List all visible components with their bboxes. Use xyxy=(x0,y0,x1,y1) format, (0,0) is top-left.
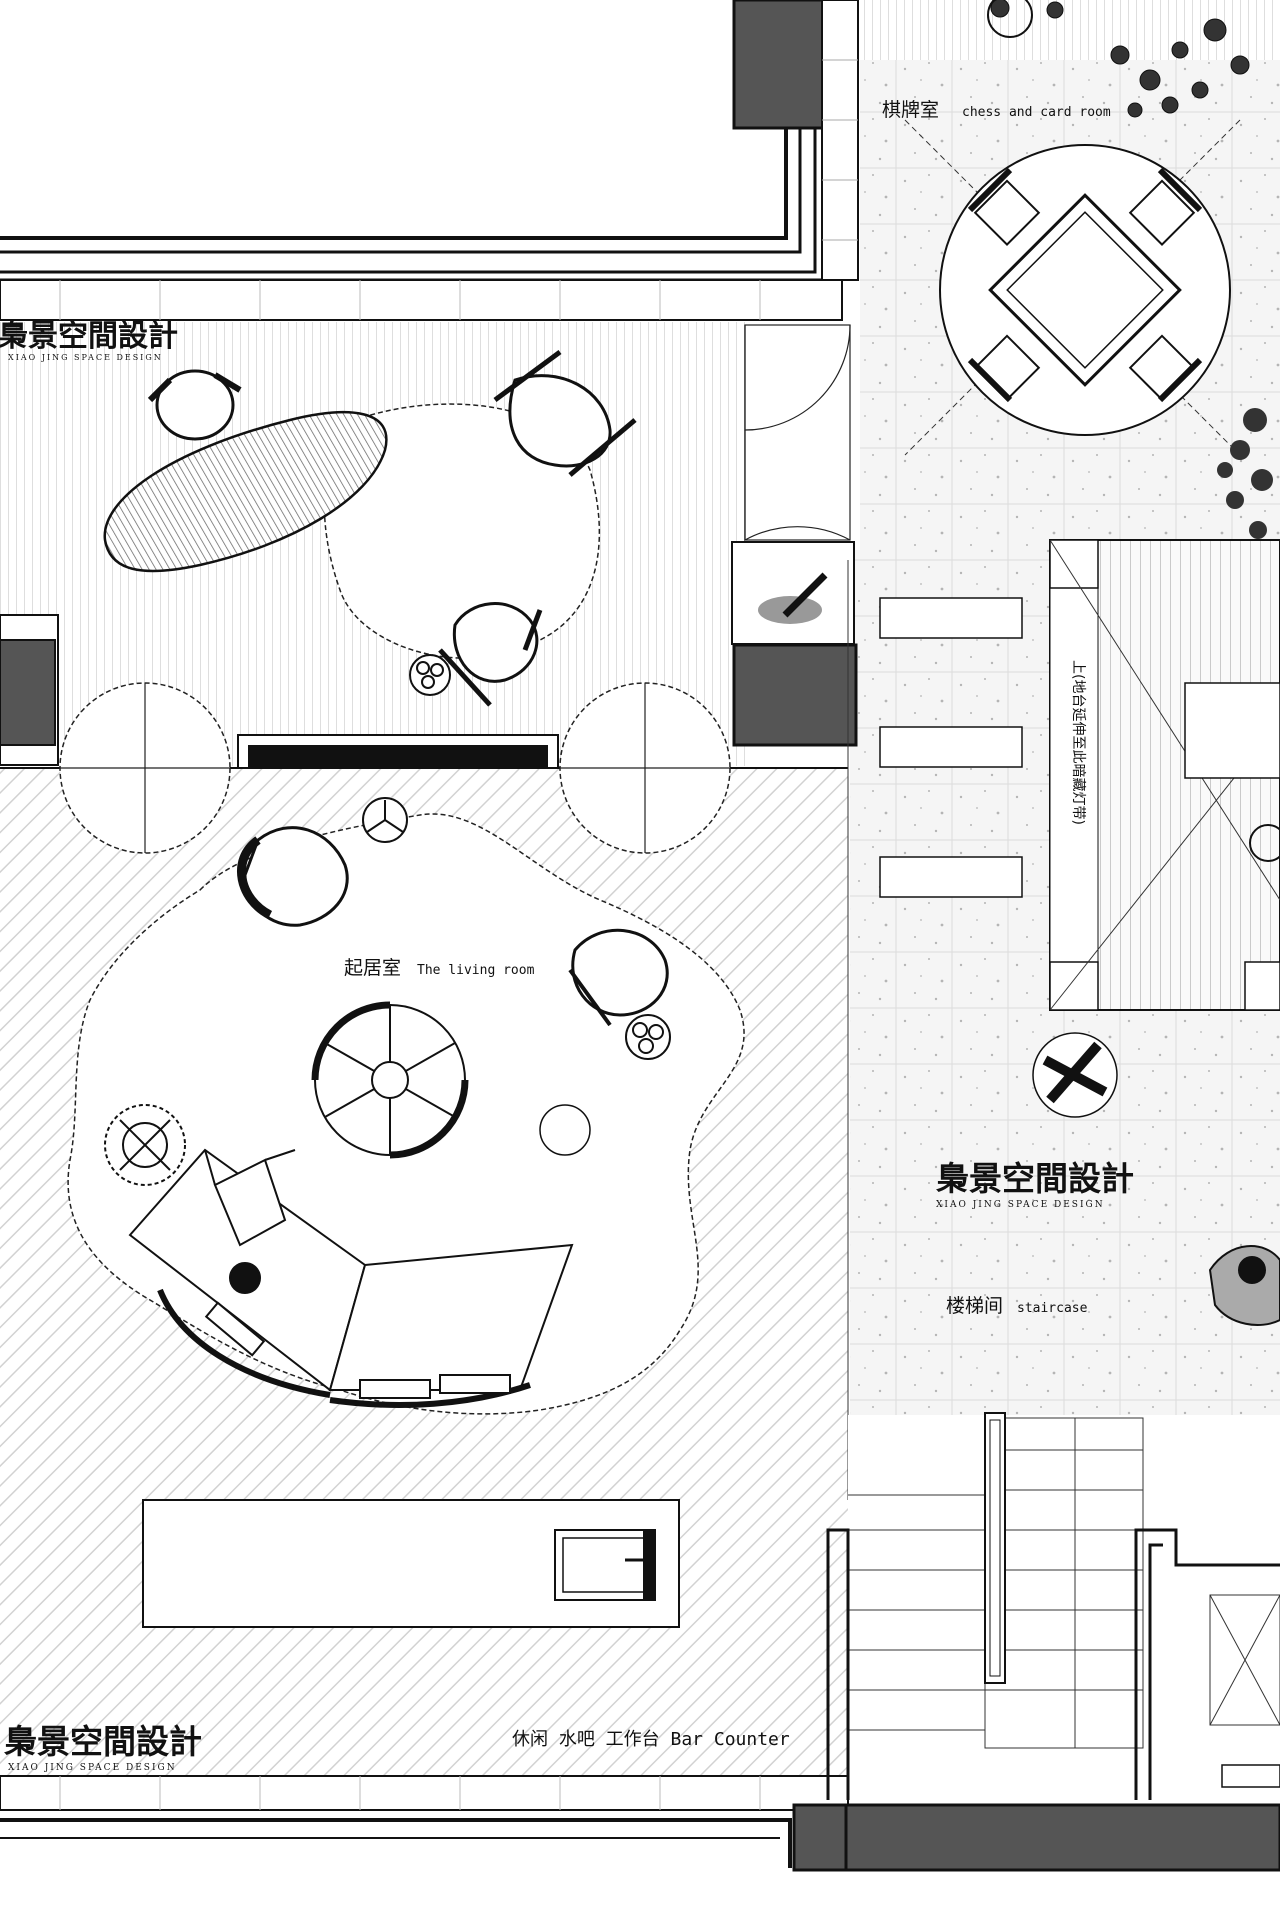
top-room xyxy=(0,0,822,282)
accent-chair-2 xyxy=(568,928,669,1027)
floor-lamp xyxy=(104,1104,186,1186)
platform-note: 上(地台延伸至此暗藏灯带) xyxy=(1070,660,1086,825)
accent-chair xyxy=(237,826,349,927)
round-table xyxy=(311,1001,469,1159)
chess-room-diagonals xyxy=(904,119,1241,456)
lounge-chair-2 xyxy=(438,602,543,707)
chess-room-label-en: chess and card room xyxy=(962,105,1111,120)
svg-text:梟景空間設計: 梟景空間設計 xyxy=(935,1159,1134,1198)
coffee-table xyxy=(103,411,388,573)
brand-watermark-3: 梟景空間設計 XIAO JING SPACE DESIGN xyxy=(3,1722,202,1773)
lounge-chair xyxy=(493,349,637,477)
card-table-set xyxy=(939,144,1231,436)
plant-pot xyxy=(409,654,451,696)
svg-text:梟景空間設計: 梟景空間設計 xyxy=(3,1722,202,1761)
plant-top-right xyxy=(987,0,1250,118)
person-figure xyxy=(204,1149,296,1294)
living-room-label-cn: 起居室 xyxy=(344,957,401,979)
svg-text:XIAO JING SPACE DESIGN: XIAO JING SPACE DESIGN xyxy=(8,1763,177,1773)
door-swings xyxy=(744,324,851,542)
stool xyxy=(362,797,408,843)
floor-lights xyxy=(879,597,1023,898)
person-walking xyxy=(1208,1245,1280,1326)
staircase-label-en: staircase xyxy=(1017,1301,1088,1316)
pouf xyxy=(539,1104,591,1156)
armchair xyxy=(147,369,242,441)
plant-right xyxy=(1217,408,1273,539)
brand-watermark-1: 梟景空間設計 XIAO JING SPACE DESIGN xyxy=(0,319,178,362)
bar-sink xyxy=(554,1529,656,1601)
x-stool xyxy=(1032,1032,1118,1118)
plant-pot-2 xyxy=(625,1014,671,1060)
bar-counter-label: 休闲 水吧 工作台 Bar Counter xyxy=(512,1729,790,1750)
column-mid xyxy=(732,643,858,747)
svg-text:梟景空間設計: 梟景空間設計 xyxy=(0,319,178,354)
column-bottom xyxy=(792,1803,1280,1872)
chess-room-label-cn: 棋牌室 xyxy=(882,99,939,121)
svg-text:XIAO JING SPACE DESIGN: XIAO JING SPACE DESIGN xyxy=(936,1200,1105,1210)
staircase xyxy=(848,1417,1144,1749)
stool-icon xyxy=(1249,824,1280,862)
staircase-label-cn: 楼梯间 xyxy=(946,1295,1003,1317)
stair-rail xyxy=(984,1412,1006,1684)
brand-watermark-2: 梟景空間設計 XIAO JING SPACE DESIGN xyxy=(935,1159,1134,1210)
living-room-label-en: The living room xyxy=(417,963,535,978)
column-left xyxy=(0,639,56,746)
svg-text:XIAO JING SPACE DESIGN: XIAO JING SPACE DESIGN xyxy=(8,353,163,362)
stair-walls xyxy=(826,1528,1280,1800)
